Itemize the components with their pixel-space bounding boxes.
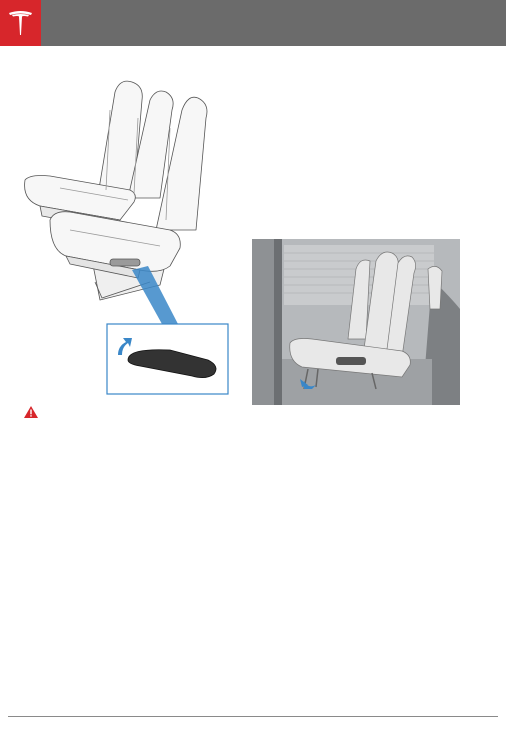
second-row-seat-illustration <box>10 70 235 400</box>
tesla-logo-icon <box>8 10 33 36</box>
header-bar <box>0 0 506 46</box>
second-row-seat-photo <box>252 239 460 405</box>
footer-divider <box>8 716 498 717</box>
brand-logo <box>0 0 41 46</box>
warning-triangle-icon <box>24 406 38 418</box>
